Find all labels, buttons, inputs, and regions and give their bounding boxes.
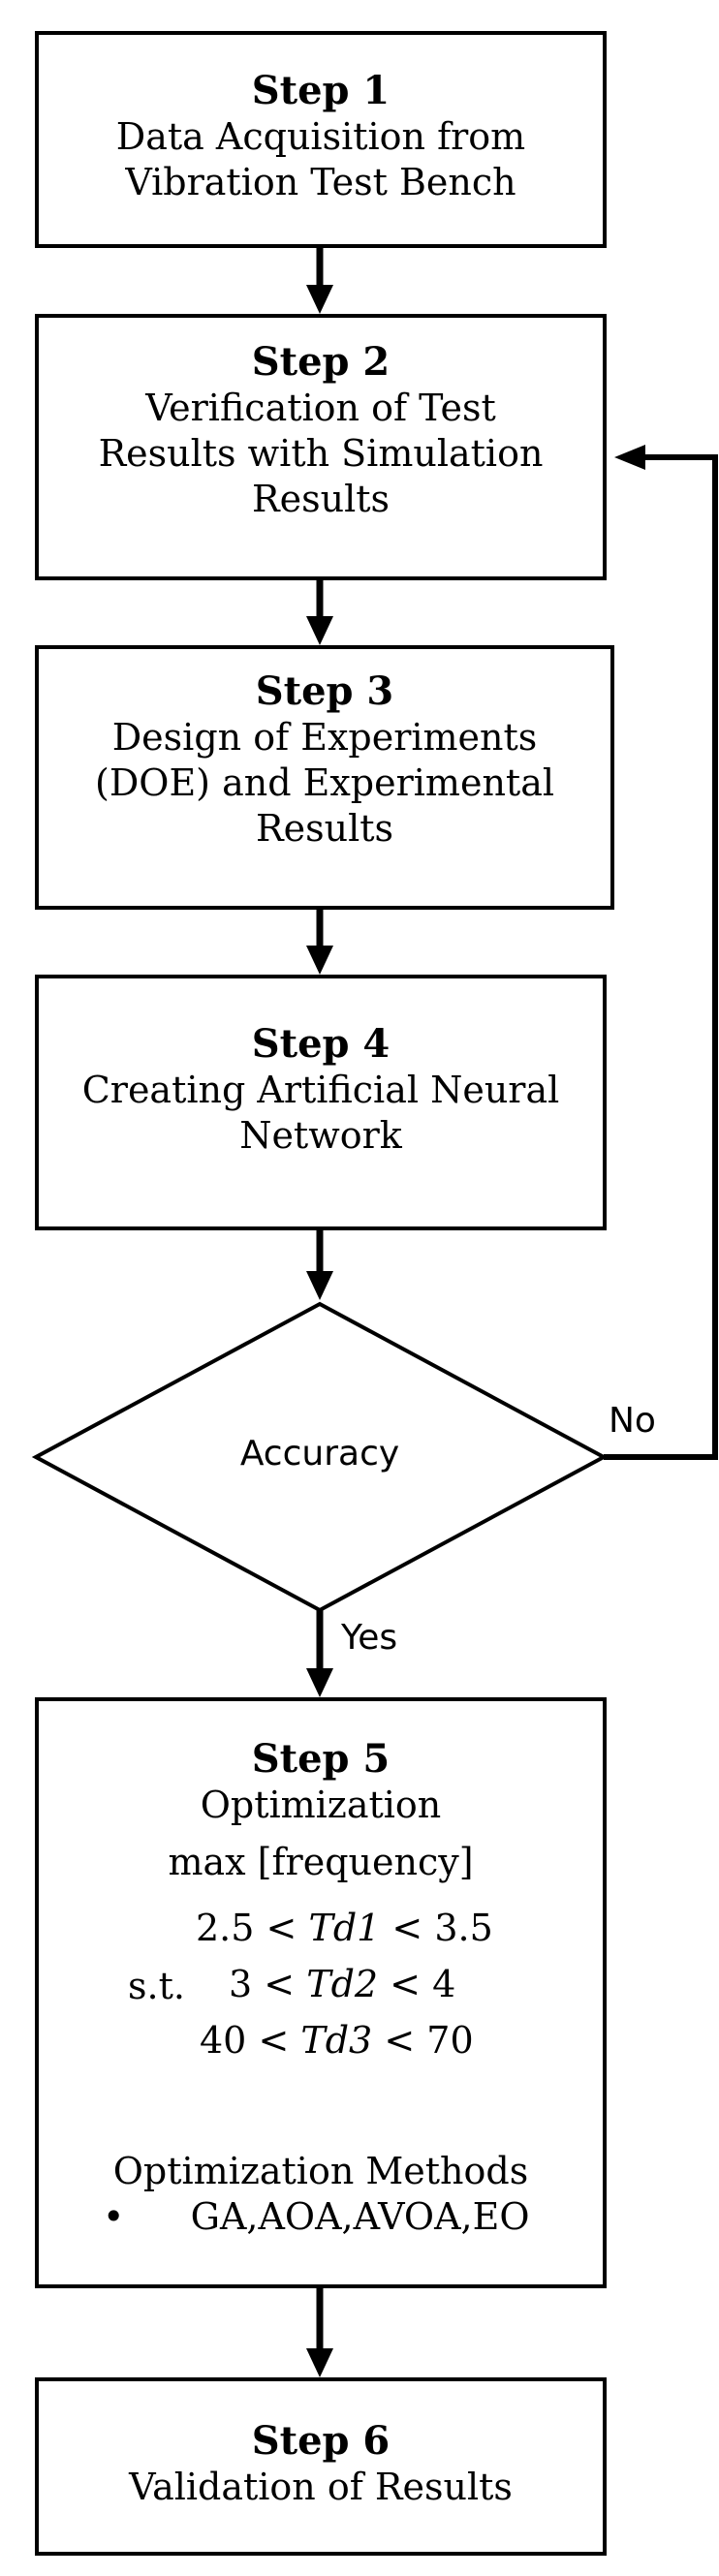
step4-title: Step 4 (251, 1021, 391, 1067)
arrowhead-step6 (306, 2348, 333, 2377)
step2-line2: Results with Simulation (98, 432, 544, 475)
decision-label: Accuracy (239, 1434, 400, 1474)
step3-title: Step 3 (255, 668, 394, 714)
constraint-high: 3.5 (434, 1907, 493, 1949)
constraint-list: 2.5 < Td1 < 3.5 3 < Td2 < 4 40 < Td3 < 7… (39, 1701, 603, 2284)
constraint-op: < (258, 2019, 290, 2062)
constraint-op: < (264, 1963, 296, 2005)
constraint-op: < (390, 1963, 422, 2005)
arrowhead-decision (306, 1271, 333, 1300)
step4-box: Step 4 Creating Artificial Neural Networ… (35, 975, 607, 1230)
constraint-op: < (266, 1907, 297, 1949)
st-label: s.t. (128, 1965, 185, 2007)
constraint-high: 70 (426, 2019, 474, 2062)
step5-line1: Optimization (200, 1784, 442, 1826)
constraint-op: < (384, 2019, 416, 2062)
step2-line1: Verification of Test (145, 387, 496, 429)
step2-box: Step 2 Verification of Test Results with… (35, 314, 607, 580)
constraint-low: 40 (200, 2019, 247, 2062)
bullet-icon: • (103, 2195, 125, 2238)
step3-line3: Results (256, 807, 393, 850)
step1-line2: Vibration Test Bench (125, 161, 516, 203)
step6-box: Step 6 Validation of Results (35, 2377, 607, 2556)
arrowhead-no-loop (614, 445, 645, 470)
constraint-var: Td3 (300, 2019, 373, 2062)
step5-title: Step 5 (251, 1736, 391, 1782)
constraint-low: 2.5 (196, 1907, 255, 1949)
constraint-row: 40 < Td3 < 70 (200, 2012, 474, 2068)
step2-title: Step 2 (251, 339, 391, 385)
step1-box: Step 1 Data Acquisition from Vibration T… (35, 31, 607, 248)
step6-title: Step 6 (251, 2418, 391, 2464)
constraint-op: < (391, 1907, 423, 1949)
no-label: No (609, 1401, 656, 1441)
constraint-row: 2.5 < Td1 < 3.5 (196, 1900, 493, 1956)
step3-line1: Design of Experiments (111, 716, 538, 759)
step3-box: Step 3 Design of Experiments (DOE) and E… (35, 645, 614, 910)
constraint-var: Td2 (306, 1963, 379, 2005)
step6-line1: Validation of Results (129, 2466, 513, 2508)
constraint-var: Td1 (308, 1907, 381, 1949)
arrowhead-step2 (306, 285, 333, 314)
step1-line1: Data Acquisition from (115, 115, 526, 158)
methods-list: GA,AOA,AVOA,EO (190, 2195, 530, 2238)
methods-line: • GA,AOA,AVOA,EO (103, 2194, 530, 2240)
constraint-high: 4 (432, 1963, 456, 2005)
objective: max [frequency] (168, 1841, 474, 1883)
methods-heading: Optimization Methods (112, 2150, 529, 2192)
arrowhead-step3 (306, 616, 333, 645)
constraint-low: 3 (229, 1963, 253, 2005)
step2-line3: Results (252, 478, 390, 520)
no-loop-line (604, 454, 718, 1460)
step1-title: Step 1 (251, 68, 391, 113)
yes-label: Yes (341, 1618, 398, 1658)
step5-box: Step 5 Optimization max [frequency] s.t.… (35, 1697, 607, 2288)
step3-line2: (DOE) and Experimental (95, 761, 554, 804)
step4-line2: Network (239, 1114, 402, 1157)
step4-line1: Creating Artificial Neural (81, 1069, 560, 1111)
arrowhead-step4 (306, 946, 333, 975)
constraint-row: 3 < Td2 < 4 (229, 1956, 455, 2012)
arrowhead-step5 (306, 1668, 333, 1697)
